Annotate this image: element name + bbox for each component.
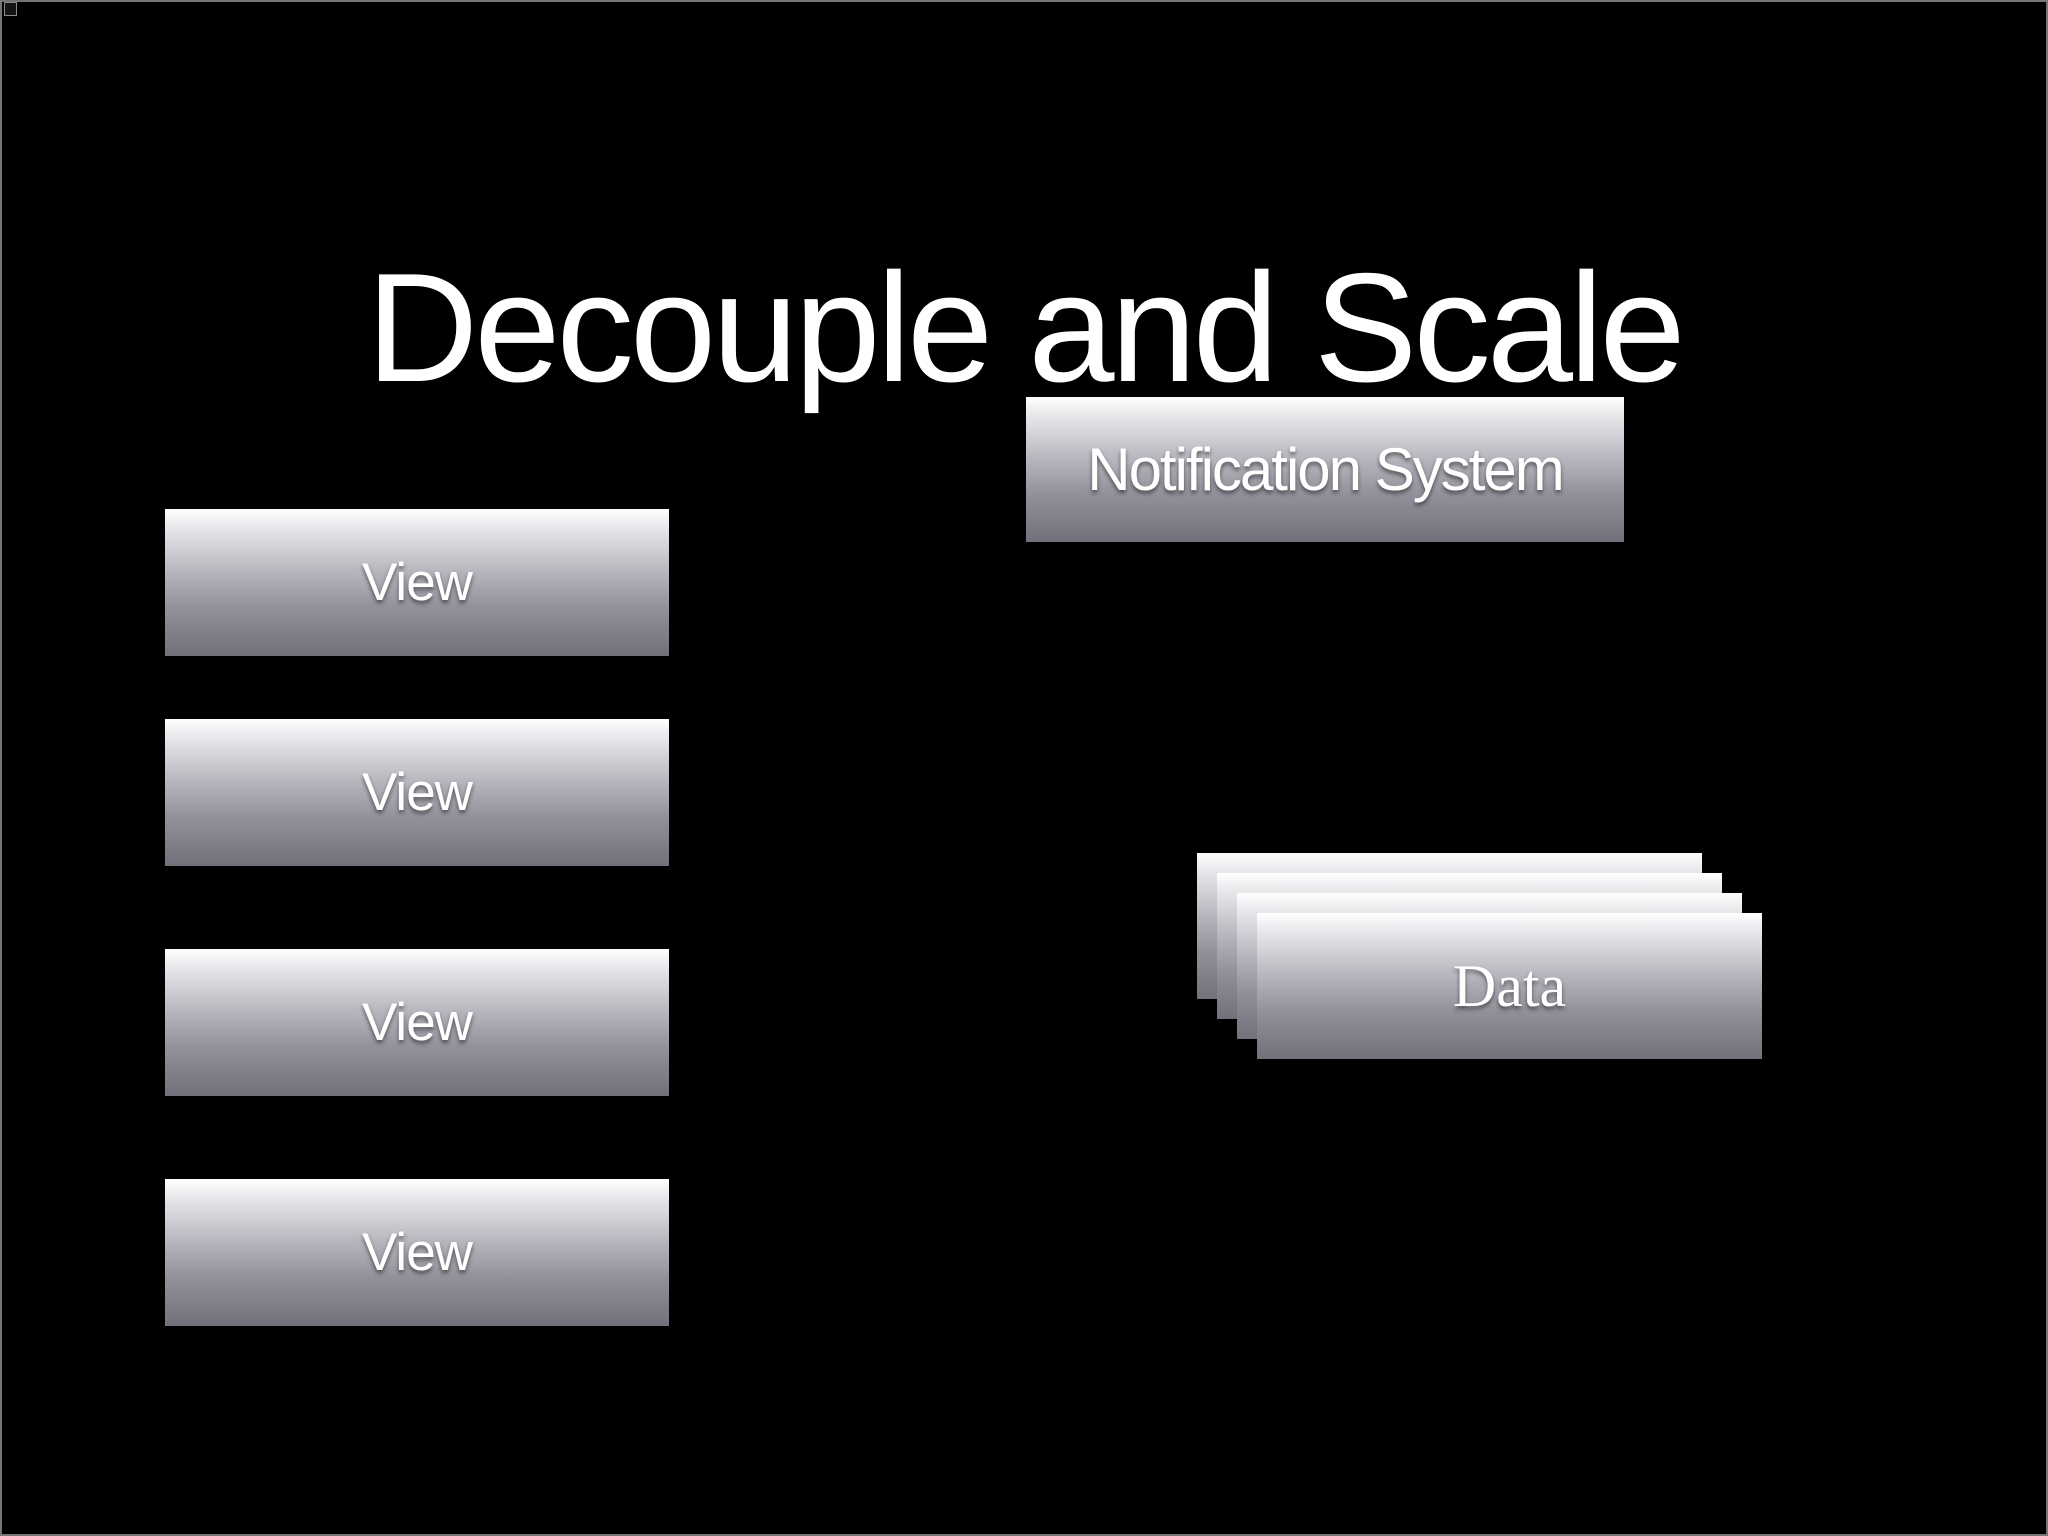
view-box-2-label: View [362, 763, 473, 822]
data-stack-label: Data [1452, 952, 1567, 1019]
view-box-1: View [165, 509, 669, 656]
view-box-4-label: View [362, 1223, 473, 1282]
view-box-3: View [165, 949, 669, 1096]
notification-system-box: Notification System [1026, 397, 1624, 542]
data-stack-front-box: Data [1257, 913, 1762, 1059]
screen-corner-artifact [4, 2, 17, 16]
slide-title: Decouple and Scale [366, 240, 1685, 414]
view-box-1-label: View [362, 553, 473, 612]
view-box-3-label: View [362, 993, 473, 1052]
notification-system-label: Notification System [1087, 436, 1565, 503]
view-box-4: View [165, 1179, 669, 1326]
view-box-2: View [165, 719, 669, 866]
